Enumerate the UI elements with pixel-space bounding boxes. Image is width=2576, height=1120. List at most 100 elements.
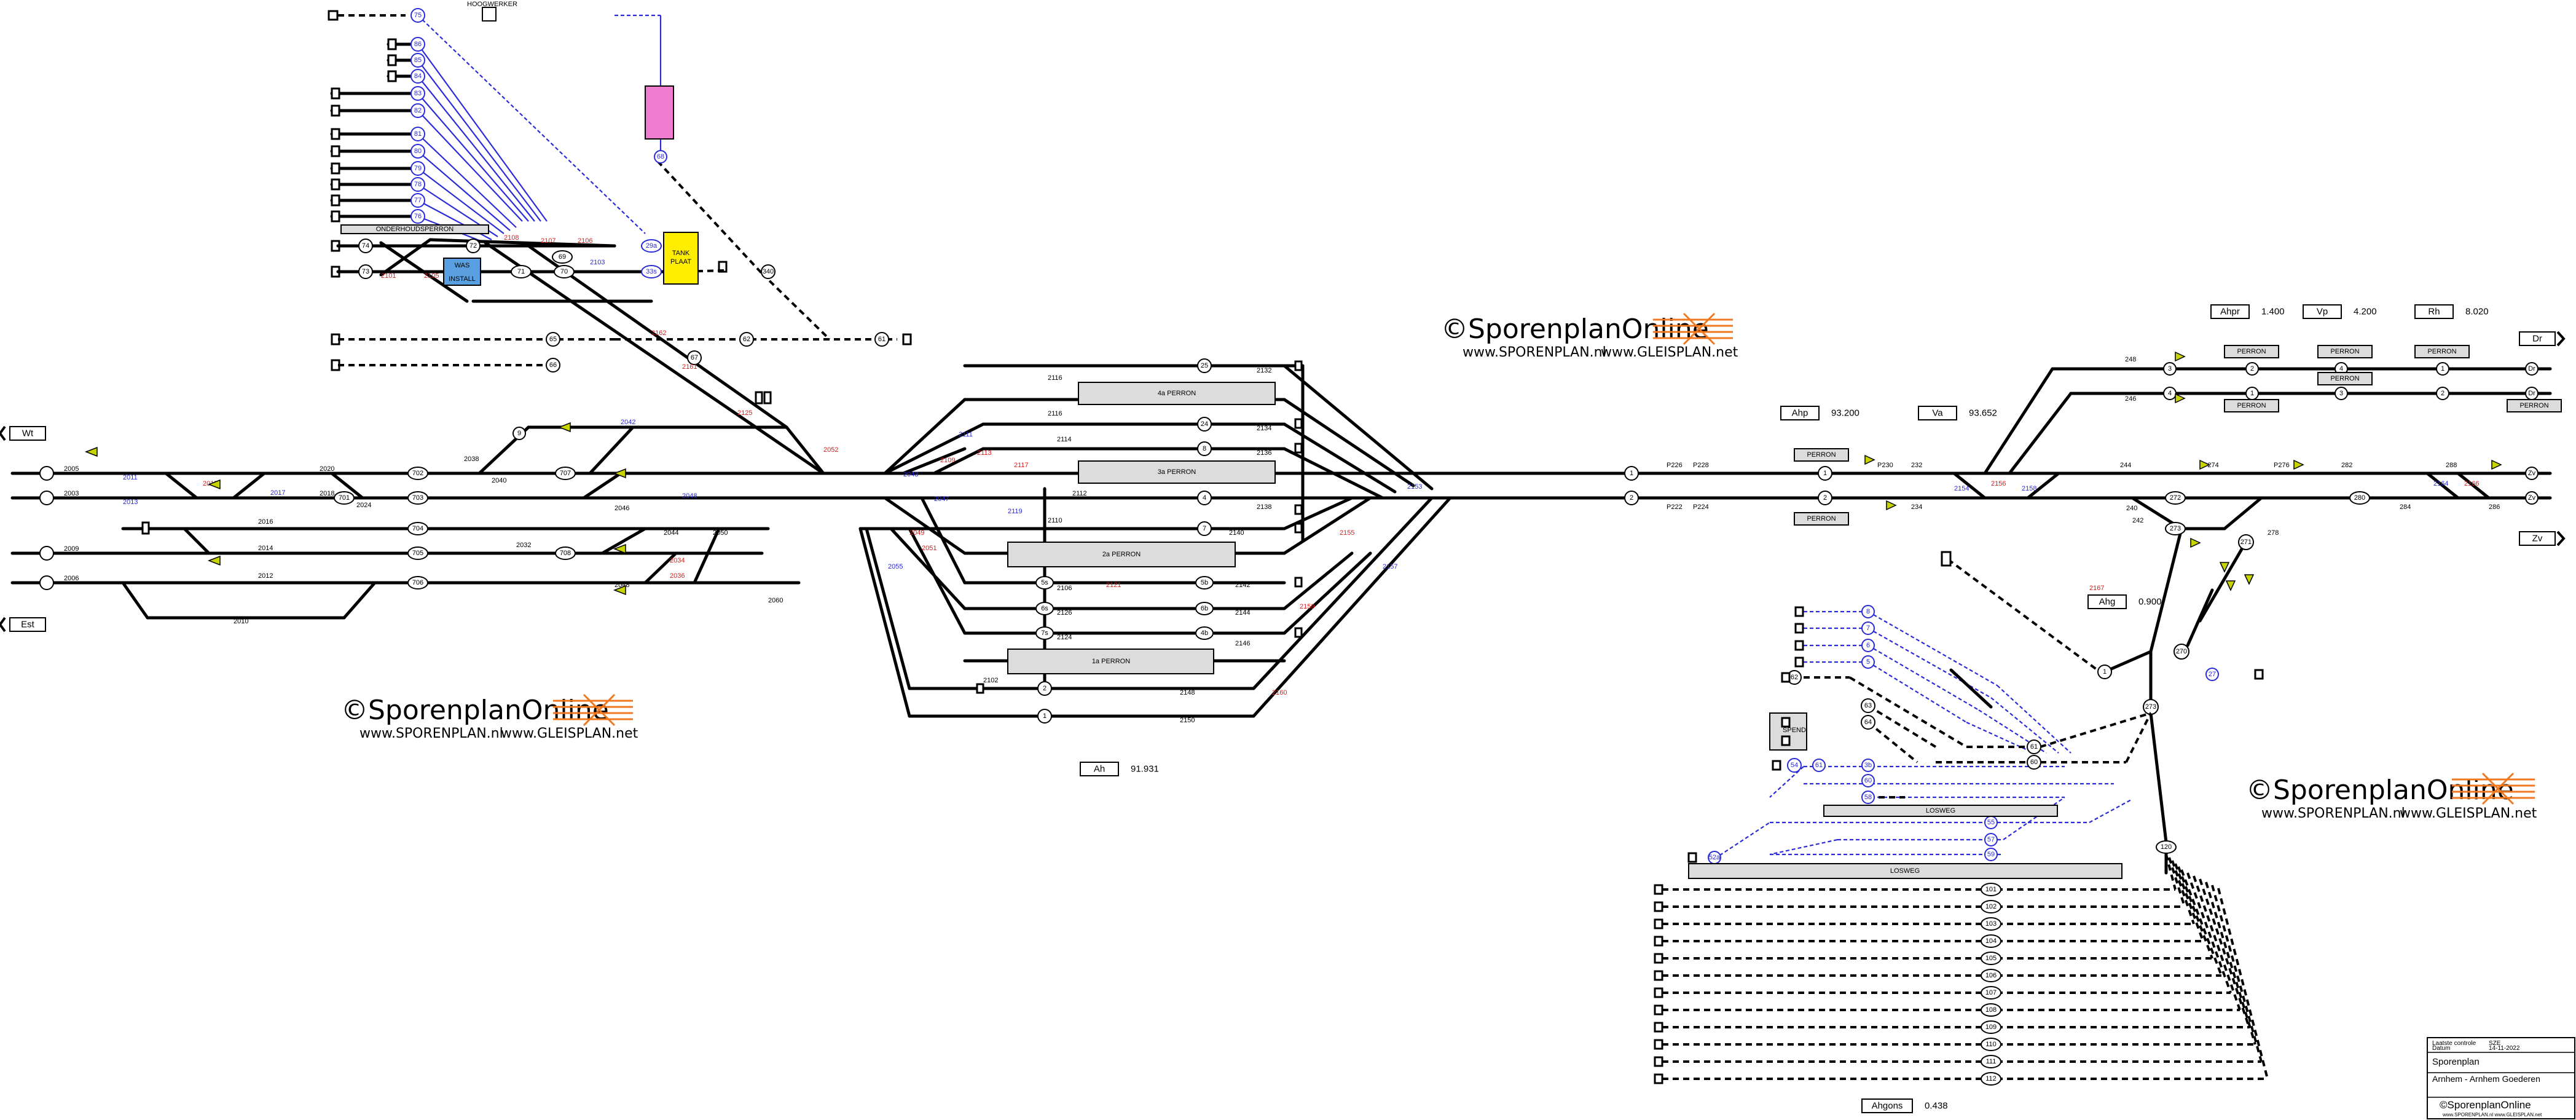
svg-text:78: 78 [414, 181, 422, 188]
wash-install [443, 258, 481, 286]
svg-text:Vp: Vp [2317, 307, 2328, 317]
svg-text:2125: 2125 [737, 409, 752, 417]
svg-text:76: 76 [414, 213, 422, 220]
svg-text:57: 57 [1987, 836, 1995, 843]
svg-text:4: 4 [2168, 390, 2172, 397]
svg-text:1: 1 [2250, 390, 2254, 397]
direction-dr: Dr [2519, 331, 2566, 347]
svg-text:Sporenplan: Sporenplan [2432, 1057, 2480, 1067]
svg-text:2: 2 [2250, 365, 2254, 373]
svg-text:69: 69 [559, 253, 566, 261]
svg-text:3: 3 [2168, 365, 2172, 373]
km-ahp: Ahp 93.200 [1780, 406, 1859, 420]
svg-text:2020: 2020 [320, 465, 334, 473]
svg-text:120: 120 [2161, 843, 2172, 851]
svg-text:P224: P224 [1693, 503, 1709, 511]
svg-text:Dr: Dr [2528, 390, 2535, 397]
svg-text:2167: 2167 [2089, 585, 2104, 592]
svg-text:2144: 2144 [1235, 609, 1250, 617]
svg-text:1: 1 [2103, 668, 2107, 676]
svg-text:2036: 2036 [670, 572, 685, 580]
svg-text:www.SPORENPLAN.nl: www.SPORENPLAN.nl [2261, 806, 2405, 821]
svg-text:2142: 2142 [1235, 582, 1250, 589]
km-va: Va 93.652 [1918, 406, 1997, 420]
svg-text:242: 242 [2132, 517, 2143, 524]
svg-text:93.652: 93.652 [1969, 408, 1997, 419]
svg-text:83: 83 [414, 90, 422, 97]
svg-text:8: 8 [1203, 445, 1206, 452]
svg-text:HOOGWERKER: HOOGWERKER [467, 1, 517, 8]
svg-text:81: 81 [414, 130, 422, 138]
svg-text:2a PERRON: 2a PERRON [1102, 551, 1141, 558]
svg-text:703: 703 [412, 494, 423, 502]
central-station: 4a PERRON 3a PERRON 2a PERRON 1a PERRON … [797, 358, 1452, 724]
svg-text:109: 109 [1985, 1023, 1997, 1031]
hoogwerker-hall [645, 85, 674, 140]
svg-text:2014: 2014 [258, 545, 273, 552]
svg-text:2050: 2050 [713, 529, 728, 537]
svg-text:2003: 2003 [64, 490, 79, 497]
svg-text:27: 27 [2209, 671, 2216, 678]
svg-text:©SporenplanOnline: ©SporenplanOnline [1441, 314, 1709, 345]
yard-circles: 8 7 6 5 62 63 64 61 3b 58 60 55 57 59 52… [1708, 605, 2177, 864]
svg-text:2106: 2106 [578, 237, 592, 245]
svg-text:P226: P226 [1667, 462, 1683, 469]
svg-text:2024: 2024 [356, 502, 371, 509]
svg-text:P228: P228 [1693, 462, 1709, 469]
svg-text:2040: 2040 [492, 477, 506, 484]
svg-text:2121: 2121 [1106, 582, 1121, 589]
svg-text:62: 62 [1791, 674, 1798, 681]
svg-text:2042: 2042 [621, 419, 635, 426]
fan-yard: 101 102 103 104 105 106 107 108 109 110 … [1654, 854, 2269, 1086]
svg-text:5: 5 [1866, 658, 1870, 666]
depot-area: HOOGWERKER [328, 1, 912, 475]
svg-text:0.438: 0.438 [1925, 1101, 1948, 1111]
depot-row-circles: 75 86 85 84 83 82 81 80 79 78 77 76 [410, 8, 425, 224]
svg-text:Ahpr: Ahpr [2220, 307, 2240, 317]
svg-text:Ahg: Ahg [2099, 597, 2116, 607]
km-ahg: Ahg 0.900 [2087, 594, 2162, 609]
svg-text:2018: 2018 [320, 490, 334, 497]
svg-text:2146: 2146 [1235, 640, 1250, 647]
svg-text:PERRON: PERRON [2427, 348, 2456, 355]
title-block: Laatste controle SZE Datum 14-11-2022 Sp… [2427, 1037, 2575, 1119]
svg-text:2156: 2156 [1991, 480, 2006, 487]
svg-text:2134: 2134 [1257, 425, 1271, 432]
svg-text:5s: 5s [1041, 579, 1048, 586]
svg-text:2105: 2105 [424, 272, 439, 280]
svg-text:2158: 2158 [2022, 485, 2036, 492]
svg-text:6b: 6b [1201, 605, 1208, 612]
svg-text:PLAAT: PLAAT [670, 258, 691, 266]
svg-text:103: 103 [1985, 920, 1997, 928]
svg-text:71: 71 [517, 268, 525, 275]
svg-text:PERRON: PERRON [2330, 375, 2359, 382]
svg-text:1a PERRON: 1a PERRON [1092, 658, 1130, 665]
svg-text:110: 110 [1985, 1041, 1997, 1048]
svg-text:SPEND: SPEND [1783, 727, 1806, 734]
direction-wt: Wt [0, 425, 46, 441]
svg-text:75: 75 [414, 12, 422, 19]
svg-text:Zv: Zv [2528, 494, 2536, 502]
svg-text:PERRON: PERRON [1807, 451, 1836, 459]
fan-circles: 101 102 103 104 105 106 107 108 109 110 … [1981, 883, 2001, 1086]
svg-text:PERRON: PERRON [2237, 348, 2266, 355]
svg-text:77: 77 [414, 197, 422, 204]
svg-text:2155: 2155 [1340, 529, 1354, 537]
svg-text:1: 1 [2441, 365, 2444, 373]
svg-text:701: 701 [339, 494, 350, 502]
watermark-top: ©SporenplanOnline www.SPORENPLAN.nl www.… [1441, 312, 1738, 360]
svg-text:62: 62 [743, 336, 750, 343]
svg-text:©SporenplanOnline: ©SporenplanOnline [2440, 1099, 2531, 1111]
svg-text:91.931: 91.931 [1131, 764, 1159, 775]
svg-text:2157: 2157 [1383, 563, 1397, 570]
svg-text:2124: 2124 [1057, 634, 1072, 641]
svg-text:2055: 2055 [888, 563, 903, 570]
right-main-tracks: 1 2 1 2 272 273 280 3 4 2 1 4 3 1 2 Dr D… [1448, 345, 2562, 875]
svg-text:2: 2 [1043, 685, 1046, 692]
svg-text:93.200: 93.200 [1831, 408, 1859, 419]
svg-text:2116: 2116 [1048, 410, 1062, 417]
svg-text:www.GLEISPLAN.net: www.GLEISPLAN.net [1601, 345, 1738, 360]
left-signals [84, 422, 626, 596]
svg-text:2132: 2132 [1257, 367, 1271, 374]
svg-text:PERRON: PERRON [2237, 402, 2266, 409]
